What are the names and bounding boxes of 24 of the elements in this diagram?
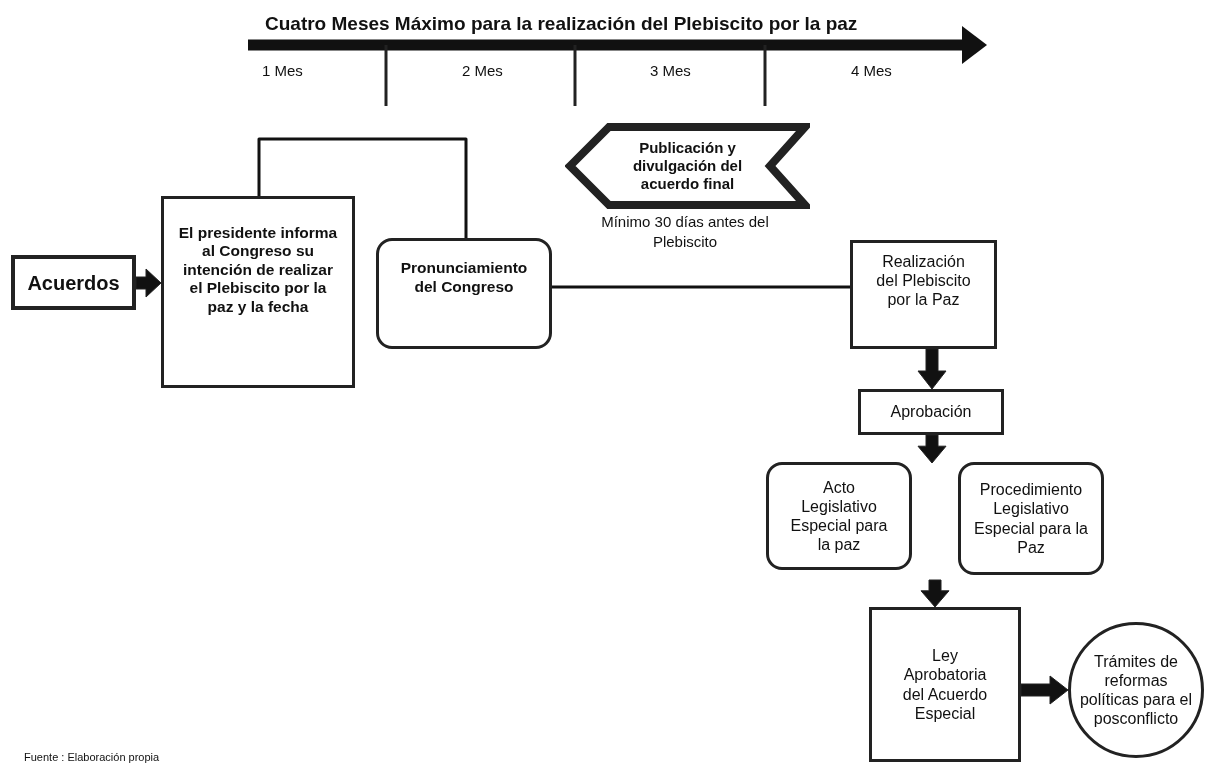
process-box: Ley Aprobatoria del Acuerdo Especial [869,607,1021,762]
block-arrow [1020,675,1069,705]
rounded-box: Pronunciamiento del Congreso [376,238,552,349]
process-circle: Trámites de reformas políticas para el posconflicto [1068,622,1204,758]
month-label: 3 Mes [650,62,691,79]
source-note: Fuente : Elaboración propia [24,751,160,763]
block-arrow [920,579,950,608]
process-box: El presidente informa al Congreso su intención de realizar el Plebiscito por la paz y la fecha [161,196,355,388]
month-label: 2 Mes [462,62,503,79]
rounded-box: Acto Legislativo Especial para la paz [766,462,912,570]
month-label: 1 Mes [262,62,303,79]
rounded-box: Procedimiento Legislativo Especial para la Paz [958,462,1104,575]
note-text: Mínimo 30 días antes del Plebiscito [600,212,770,251]
block-arrow [917,434,947,464]
month-label: 4 Mes [851,62,892,79]
block-arrow [135,268,162,298]
process-box: Acuerdos [11,255,136,310]
process-box: Aprobación [858,389,1004,435]
connector-line [552,285,850,289]
connector-line [257,137,468,238]
node-text: Publicación y divulgación del acuerdo final [631,139,744,193]
title: Cuatro Meses Máximo para la realización del Plebiscito por la paz [265,13,858,35]
block-arrow [917,348,947,390]
process-box: Realización del Plebiscito por la Paz [850,240,997,349]
